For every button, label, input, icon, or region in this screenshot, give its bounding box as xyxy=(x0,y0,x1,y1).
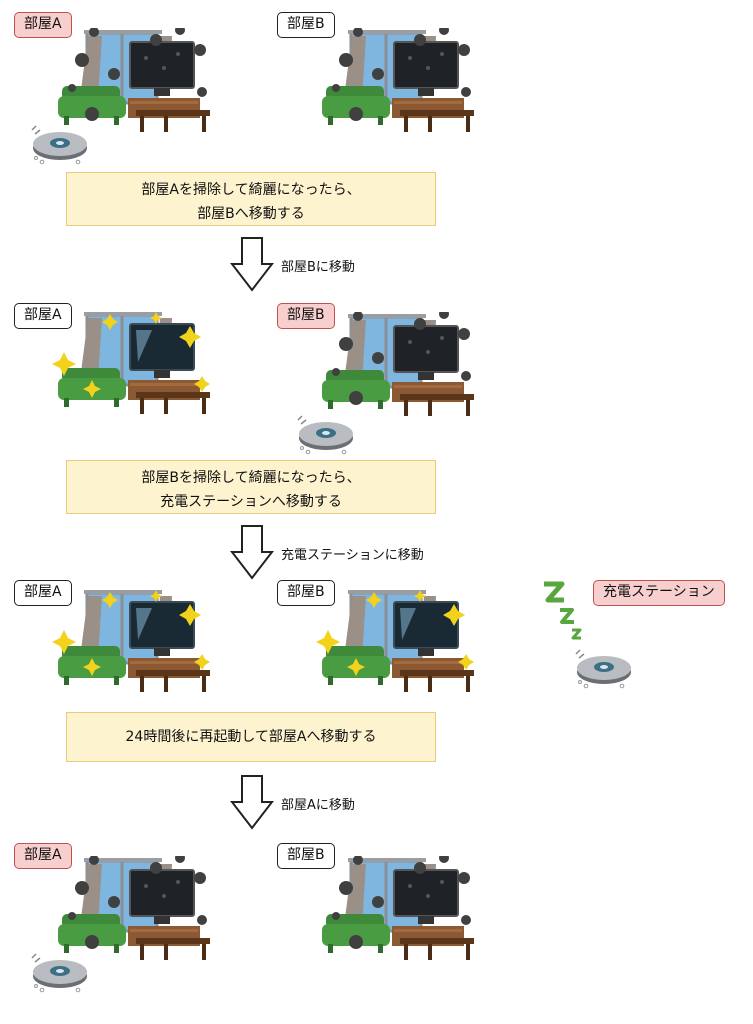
down-arrow-icon xyxy=(230,524,274,580)
step-label-2: 充電ステーションに移動 xyxy=(281,548,424,563)
message-box-2: 部屋Bを掃除して綺麗になったら、 充電ステーションへ移動する xyxy=(66,460,436,514)
room-a-label: 部屋A xyxy=(14,303,72,329)
message-1-line-2: 部屋Bへ移動する xyxy=(197,206,305,222)
room-a-label: 部屋A xyxy=(14,580,72,606)
room-b-label: 部屋B xyxy=(277,303,335,329)
message-3-line-1: 24時間後に再起動して部屋Aへ移動する xyxy=(125,729,377,745)
robot-vacuum-icon xyxy=(28,950,94,994)
message-2-line-1: 部屋Bを掃除して綺麗になったら、 xyxy=(141,470,361,486)
robot-vacuum-icon xyxy=(28,122,94,166)
charging-station-label: 充電ステーション xyxy=(593,580,725,606)
room-a-label: 部屋A xyxy=(14,843,72,869)
step-label-1: 部屋Bに移動 xyxy=(281,260,355,275)
room-a-label: 部屋A xyxy=(14,12,72,38)
room-b-label: 部屋B xyxy=(277,580,335,606)
down-arrow-icon xyxy=(230,774,274,830)
clean-room-a xyxy=(52,588,212,708)
clean-room-b xyxy=(316,588,476,708)
dirty-room-b xyxy=(316,28,476,148)
sleep-zzz-icon xyxy=(540,580,590,646)
message-1-line-1: 部屋Aを掃除して綺麗になったら、 xyxy=(141,182,361,198)
robot-vacuum-icon xyxy=(294,412,360,456)
room-b-label: 部屋B xyxy=(277,843,335,869)
clean-room-a xyxy=(52,310,212,430)
step-label-3: 部屋Aに移動 xyxy=(281,798,355,813)
message-box-3: 24時間後に再起動して部屋Aへ移動する xyxy=(66,712,436,762)
dirty-room-b xyxy=(316,856,476,976)
robot-vacuum-icon xyxy=(572,646,638,690)
message-box-1: 部屋Aを掃除して綺麗になったら、 部屋Bへ移動する xyxy=(66,172,436,226)
room-b-label: 部屋B xyxy=(277,12,335,38)
message-2-line-2: 充電ステーションへ移動する xyxy=(160,494,342,510)
down-arrow-icon xyxy=(230,236,274,292)
